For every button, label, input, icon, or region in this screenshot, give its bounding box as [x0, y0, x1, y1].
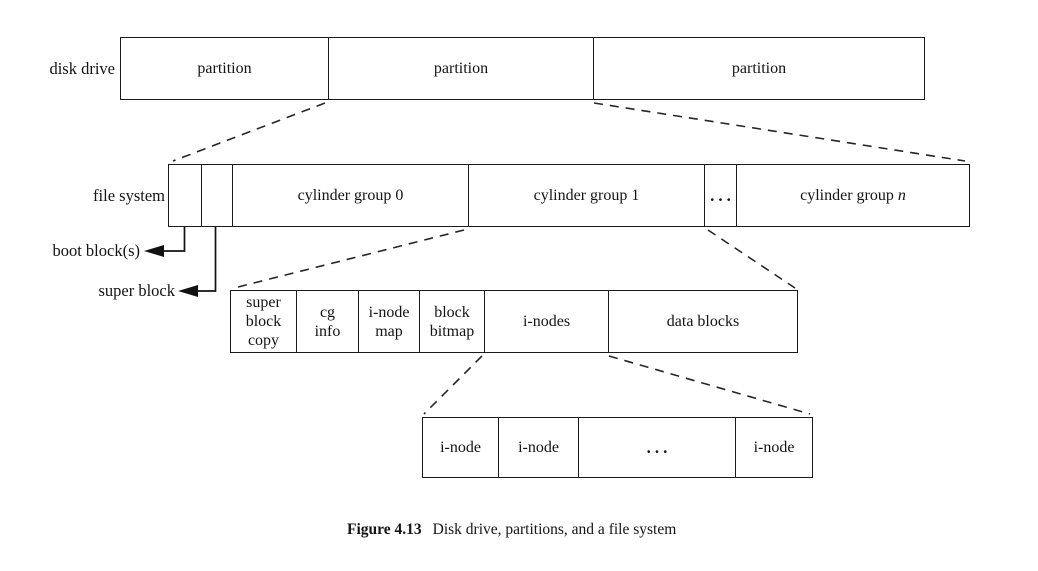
partition-cell-1: partition — [197, 60, 252, 77]
inode-cell-n: i-node — [735, 418, 812, 477]
inode-list-row: i-node i-node ... i-node — [422, 417, 813, 478]
dashed-connector-cg-to-detail-right — [707, 229, 796, 289]
cylinder-group-n-variable: n — [897, 187, 906, 204]
dashed-connector-cg-to-detail-left — [233, 229, 465, 289]
cg-info-cell: cg info — [296, 291, 358, 352]
figure-caption-number: Figure 4.13 — [347, 521, 422, 538]
file-system-row: cylinder group 0 cylinder group 1 ... cy… — [168, 164, 970, 227]
super-block-copy-cell: super block copy — [245, 294, 282, 349]
cylinder-group-detail-row: super block copy cg info i-node map bloc… — [230, 290, 798, 353]
super-block-cell — [201, 165, 232, 226]
figure-caption-title: Disk drive, partitions, and a file syste… — [432, 521, 677, 538]
super-block-callout-label: super block — [98, 281, 175, 300]
data-blocks-cell: data blocks — [608, 291, 797, 352]
dashed-connector-inodes-to-row-right — [608, 355, 811, 415]
cylinder-group-0-cell: cylinder group 0 — [232, 165, 468, 226]
partition-cell-2: partition — [328, 38, 593, 99]
block-bitmap-cell: block bitmap — [419, 291, 484, 352]
file-system-label: file system — [93, 185, 165, 205]
boot-blocks-callout-label: boot block(s) — [52, 241, 140, 260]
super-block-arrowhead-icon — [178, 285, 198, 297]
inode-cell-1: i-node — [440, 439, 481, 456]
inode-cell-2: i-node — [498, 418, 578, 477]
inodes-cell: i-nodes — [484, 291, 608, 352]
disk-drive-row: partition partition partition — [120, 37, 925, 100]
boot-blocks-arrowhead-icon — [144, 245, 164, 257]
dashed-connector-partition-to-fs-right — [593, 102, 966, 162]
partition-cell-3: partition — [593, 38, 924, 99]
boot-block-cell — [169, 165, 201, 226]
cylinder-group-n-prefix: cylinder group — [800, 187, 894, 204]
dashed-connector-inodes-to-row-left — [423, 355, 483, 415]
inode-ellipsis-cell: ... — [578, 418, 735, 477]
cylinder-group-ellipsis-cell: ... — [704, 165, 736, 226]
disk-drive-label: disk drive — [49, 58, 115, 78]
cylinder-group-1-cell: cylinder group 1 — [468, 165, 704, 226]
dashed-connector-partition-to-fs-left — [172, 102, 326, 162]
figure-caption: Figure 4.13 Disk drive, partitions, and a… — [347, 521, 676, 539]
inode-map-cell: i-node map — [358, 291, 419, 352]
